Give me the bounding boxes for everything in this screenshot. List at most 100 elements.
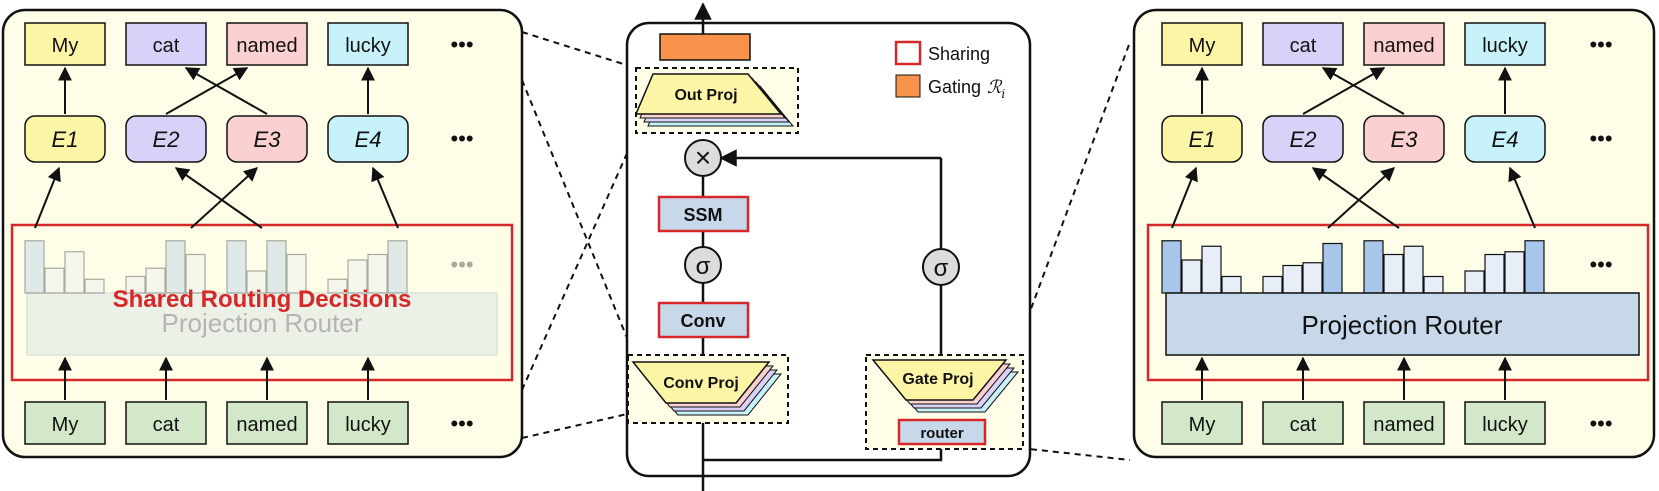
- right-score-bar: [1221, 275, 1242, 294]
- left-score-bar: [165, 240, 186, 294]
- left-input-ellipsis: •••: [450, 411, 473, 436]
- right-arrow-r-e2: [1311, 167, 1400, 229]
- left-expert-4: [327, 115, 409, 163]
- left-expert-2: [125, 115, 207, 163]
- right-score-bar: [1181, 259, 1202, 294]
- left-output-token-label: lucky: [345, 35, 391, 57]
- left-arrow-e2-out: [165, 67, 249, 115]
- left-router-scores: •••: [24, 240, 474, 294]
- right-output-tokens: My cat named lucky •••: [1161, 22, 1613, 66]
- left-score-bar: [44, 267, 65, 294]
- conv-block: [657, 301, 750, 339]
- multiply-symbol: ×: [695, 142, 711, 173]
- right-output-token-label: named: [1373, 35, 1434, 57]
- left-arrow-r-e2: [174, 167, 263, 229]
- right-score-bar: [1423, 275, 1444, 294]
- right-score-bar: [1201, 245, 1222, 294]
- left-expert-label: E1: [52, 127, 79, 152]
- right-output-token-label: lucky: [1482, 35, 1528, 57]
- left-input-token-label: My: [52, 414, 79, 436]
- right-bar-ellipsis: •••: [1589, 252, 1612, 277]
- left-score-bar: [286, 253, 307, 294]
- right-expert-label: E4: [1492, 127, 1519, 152]
- right-expert-label: E3: [1391, 127, 1419, 152]
- left-output-token-1: [125, 22, 207, 66]
- left-input-token-1: [125, 401, 207, 445]
- right-router-scores: •••: [1161, 240, 1613, 294]
- left-output-token-0: [24, 22, 106, 66]
- left-input-token-label: cat: [153, 414, 180, 436]
- left-input-token-2: [226, 401, 308, 445]
- left-score-bar: [125, 275, 146, 294]
- right-input-token-label: My: [1189, 414, 1216, 436]
- gate-proj-label: Gate Proj: [902, 371, 973, 388]
- right-input-token-0: [1161, 401, 1243, 445]
- right-expert-1: [1161, 115, 1243, 163]
- zoom-line-left-bottom: [521, 411, 637, 439]
- right-router-frame: [1146, 223, 1650, 382]
- left-expert-label: E4: [355, 127, 382, 152]
- left-expert-3: [226, 115, 308, 163]
- conv-proj-trapezoid: [631, 361, 771, 404]
- out-proj-trapezoid: [634, 73, 783, 115]
- right-output-token-2: [1363, 22, 1445, 66]
- left-output-token-3: [327, 22, 409, 66]
- right-arrow-r-e1: [1171, 166, 1198, 229]
- right-expert-4: [1464, 115, 1546, 163]
- left-score-bar: [145, 267, 166, 294]
- router-label: router: [920, 425, 964, 442]
- legend-sharing-label: Sharing: [928, 44, 990, 64]
- left-output-ellipsis: •••: [450, 32, 473, 57]
- right-score-bar: [1383, 253, 1404, 294]
- ssm-block: [657, 195, 750, 233]
- shared-routing-label: Shared Routing Decisions: [113, 286, 412, 313]
- legend-gating-subscript: i: [1001, 87, 1005, 101]
- right-arrow-r-e3: [1327, 167, 1396, 229]
- left-score-bar: [64, 251, 85, 294]
- left-expert-label: E2: [153, 127, 180, 152]
- center-mamba-block: Out Proj × SSM σ Conv Conv Proj σ Gate P…: [625, 2, 1032, 491]
- right-arrow-r-e4: [1508, 166, 1536, 229]
- left-arrow-r-e4: [371, 166, 399, 229]
- left-score-bar: [24, 240, 45, 294]
- right-arrow-e3-out: [1321, 67, 1405, 115]
- conv-proj-label: Conv Proj: [663, 375, 739, 392]
- left-output-token-label: cat: [153, 35, 180, 57]
- right-input-token-label: cat: [1290, 414, 1317, 436]
- left-arrows: [34, 66, 399, 400]
- right-projection-router: [1165, 292, 1640, 356]
- conv-label: Conv: [681, 311, 726, 331]
- left-score-bar: [226, 240, 247, 294]
- legend-gating-swatch: [895, 74, 921, 98]
- left-router-label: Projection Router: [162, 308, 363, 338]
- right-input-token-3: [1464, 401, 1546, 445]
- right-score-bar: [1302, 262, 1323, 294]
- right-router-label: Projection Router: [1302, 310, 1503, 340]
- right-input-token-label: named: [1373, 414, 1434, 436]
- right-output-token-label: cat: [1290, 35, 1317, 57]
- left-score-bar: [327, 278, 348, 294]
- left-input-token-0: [24, 401, 106, 445]
- right-score-bar: [1403, 245, 1424, 294]
- right-output-ellipsis: •••: [1589, 32, 1612, 57]
- multiply-node: [684, 139, 722, 177]
- left-bar-ellipsis: •••: [450, 252, 473, 277]
- legend-gating-label: Gating: [928, 77, 981, 97]
- zoom-line-right-top: [1011, 41, 1131, 361]
- left-input-token-label: lucky: [345, 414, 391, 436]
- right-score-bar: [1484, 253, 1505, 294]
- right-expert-2: [1262, 115, 1344, 163]
- right-output-token-1: [1262, 22, 1344, 66]
- right-output-token-label: My: [1189, 35, 1216, 57]
- right-score-bar: [1464, 270, 1485, 294]
- right-input-token-2: [1363, 401, 1445, 445]
- left-output-token-label: My: [52, 35, 79, 57]
